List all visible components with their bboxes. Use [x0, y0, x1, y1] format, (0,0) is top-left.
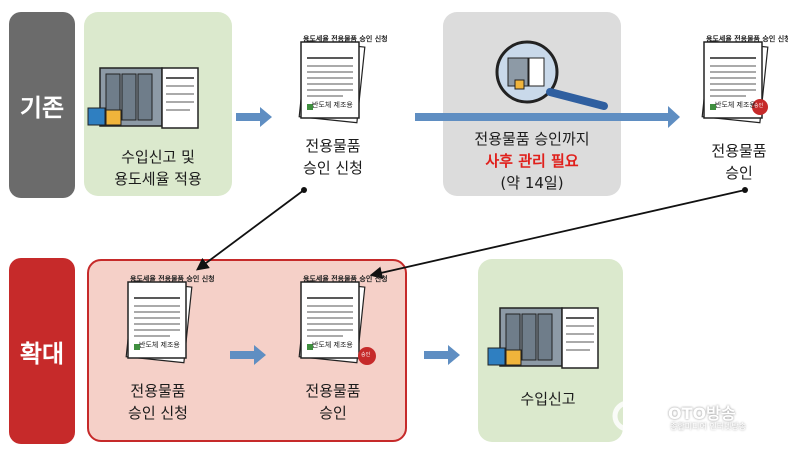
- approved-document-icon-bottom: [298, 280, 366, 364]
- connector-approval-to-expanded: [369, 189, 746, 279]
- post-management-highlight: 사후 관리 필요: [485, 152, 579, 170]
- row-label-expanded: 확대: [9, 258, 75, 444]
- application-document-icon-bottom: [125, 280, 193, 364]
- step-label-post-management: 전용물품 승인까지 사후 관리 필요 (약 14일): [474, 130, 590, 192]
- document-title: 용도세율 전용물품 승인 신청: [303, 35, 388, 43]
- step-label-import-declare-rate: 수입신고 및 용도세율 적용: [114, 148, 202, 188]
- application-document-icon: [298, 40, 366, 124]
- flow-arrow-2: [415, 106, 680, 128]
- approval-stamp-icon: [752, 99, 768, 115]
- stamp-text: 승인: [754, 103, 764, 109]
- document-title: 용도세율 전용물품 승인 신청: [706, 35, 788, 43]
- container-illustration: [87, 67, 199, 129]
- connector-start-dot-1: [301, 187, 307, 193]
- connector-apply-to-expanded: [195, 189, 305, 271]
- document-title: 용도세율 전용물품 승인 신청: [130, 275, 215, 283]
- flow-arrow-4: [424, 345, 460, 365]
- document-company: 반도체 제조용: [715, 101, 756, 109]
- approval-stamp-icon-bottom: [358, 347, 376, 365]
- step-label-apply-top: 전용물품 승인 신청: [303, 137, 363, 177]
- flow-arrow-3: [230, 345, 266, 365]
- document-title: 용도세율 전용물품 승인 신청: [303, 275, 388, 283]
- document-company: 반도체 제조용: [139, 341, 180, 349]
- watermark-logo-icon: [612, 400, 664, 432]
- document-company: 반도체 제조용: [312, 341, 353, 349]
- row-label-existing: 기존: [9, 12, 75, 198]
- step-label-approval-top: 전용물품 승인: [711, 142, 767, 182]
- connector-start-dot-2: [742, 187, 748, 193]
- flow-arrow-1: [236, 107, 272, 127]
- container-illustration-bottom: [487, 307, 599, 369]
- watermark-subtitle: 종합미디어 인터넷방송: [670, 422, 747, 431]
- magnifier-container-icon: [495, 40, 608, 110]
- step-label-apply-bottom: 전용물품 승인 신청: [128, 382, 188, 422]
- watermark-name: OTO방송: [668, 404, 736, 423]
- stamp-text: 승인: [361, 352, 371, 358]
- step-label-import-declare: 수입신고: [520, 390, 576, 408]
- document-company: 반도체 제조용: [312, 101, 353, 109]
- step-label-approval-bottom: 전용물품 승인: [305, 382, 361, 422]
